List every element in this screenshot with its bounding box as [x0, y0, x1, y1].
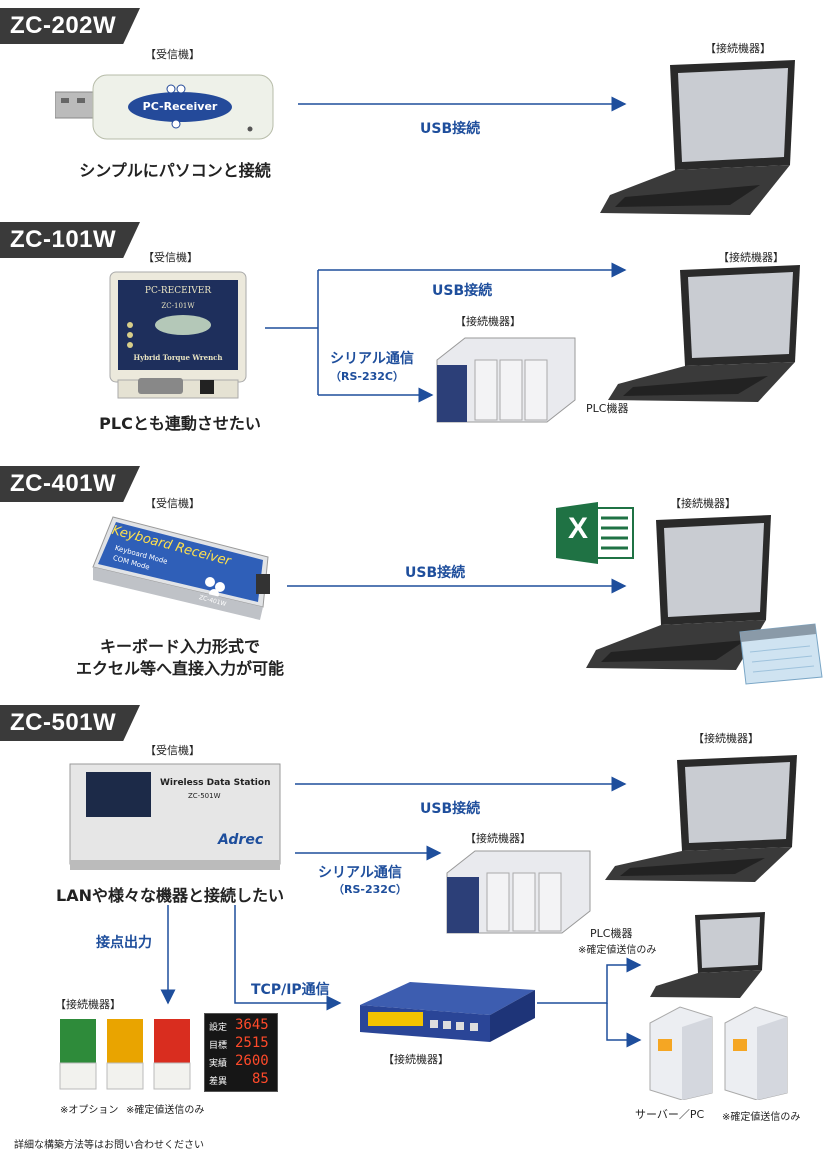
display-row-value: 2600	[235, 1053, 269, 1069]
model-tag-zc101w: ZC-101W	[0, 222, 140, 258]
display-note: ※確定値送信のみ	[126, 1105, 205, 1116]
signal-lamps	[55, 1014, 200, 1098]
device-label: 【接続機器】	[670, 497, 736, 510]
laptop-icon	[600, 55, 800, 219]
contact-output-label: 接点出力	[96, 935, 152, 951]
usb-connection-label: USB接続	[432, 283, 493, 299]
device-label: 【接続機器】	[718, 251, 784, 264]
server-note: ※確定値送信のみ	[722, 1112, 801, 1123]
laptop-icon	[605, 752, 805, 886]
device-label-lamp: 【接続機器】	[55, 998, 121, 1011]
device-text: PC-Receiver	[142, 100, 218, 113]
plc-icon	[435, 330, 580, 429]
display-row-label: 目標	[209, 1041, 228, 1051]
device-foot: Hybrid Torque Wrench	[133, 353, 223, 362]
usb-connection-label: USB接続	[420, 121, 481, 137]
plc-label: PLC機器	[590, 927, 633, 940]
device-label-pc: 【接続機器】	[693, 732, 759, 745]
device-label-hub: 【接続機器】	[383, 1053, 449, 1066]
box-receiver: PC-RECEIVER ZC-101W Hybrid Torque Wrench	[108, 270, 248, 400]
caption-zc501w: LANや様々な機器と接続したい	[56, 886, 284, 905]
footer-note: 詳細な構築方法等はお問い合わせください	[14, 1140, 204, 1151]
display-row-label: 差異	[209, 1077, 228, 1087]
caption-zc401w-line1: キーボード入力形式で	[99, 637, 260, 656]
laptop-icon	[586, 510, 786, 674]
excel-icon: X	[556, 502, 636, 564]
station-title: Wireless Data Station	[160, 778, 271, 788]
display-row-value: 2515	[235, 1035, 269, 1051]
laptop-icon	[608, 262, 808, 406]
plc-device-label: 【接続機器】	[455, 315, 521, 328]
tcpip-label: TCP/IP通信	[251, 982, 330, 998]
serial-connection-label: シリアル通信	[330, 351, 414, 367]
model-tag-zc202w: ZC-202W	[0, 8, 140, 44]
network-hub	[350, 980, 540, 1054]
wireless-data-station: Wireless Data Station ZC-501W Adrec	[68, 762, 283, 872]
device-title: PC-RECEIVER	[144, 286, 212, 296]
server-icons	[640, 1005, 800, 1104]
serial-sub-label: （RS-232C）	[333, 883, 407, 896]
usb-dongle-receiver: PC-Receiver	[54, 70, 275, 145]
caption-zc401w-line2: エクセル等へ直接入力が可能	[75, 659, 284, 678]
display-row-label: 実績	[209, 1059, 228, 1069]
plc-label: PLC機器	[586, 402, 629, 415]
receiver-label: 【受信機】	[145, 48, 200, 61]
laptop-icon	[650, 910, 770, 1004]
station-model: ZC-501W	[188, 792, 221, 800]
receiver-label: 【受信機】	[143, 251, 198, 264]
device-model: ZC-101W	[161, 302, 195, 310]
display-row-label: 設定	[209, 1023, 228, 1033]
caption-zc101w: PLCとも連動させたい	[99, 414, 261, 433]
display-row-value: 85	[252, 1071, 269, 1087]
plc-note: ※確定値送信のみ	[578, 945, 657, 956]
usb-connection-label: USB接続	[420, 801, 481, 817]
display-row-value: 3645	[235, 1017, 269, 1033]
caption-zc202w: シンプルにパソコンと接続	[79, 161, 271, 180]
model-tag-zc401w: ZC-401W	[0, 466, 140, 502]
station-brand: Adrec	[218, 832, 264, 848]
usb-connection-label: USB接続	[405, 565, 466, 581]
led-display: 設定 3645 目標 2515 実績 2600 差異 85	[204, 1013, 278, 1092]
plc-icon	[445, 845, 595, 939]
serial-connection-label: シリアル通信	[318, 865, 402, 881]
model-tag-zc501w: ZC-501W	[0, 705, 140, 741]
receiver-label: 【受信機】	[145, 744, 200, 757]
server-label: サーバー／PC	[635, 1108, 705, 1121]
keyboard-receiver: Keyboard Receiver Keyboard Mode COM Mode…	[88, 512, 278, 622]
device-label-plc: 【接続機器】	[465, 832, 531, 845]
receiver-label: 【受信機】	[145, 497, 200, 510]
notepad-icon	[730, 622, 825, 691]
excel-letter: X	[567, 512, 588, 545]
serial-sub-label: （RS-232C）	[330, 370, 404, 383]
device-label: 【接続機器】	[705, 42, 771, 55]
option-note: ※オプション	[60, 1105, 119, 1116]
